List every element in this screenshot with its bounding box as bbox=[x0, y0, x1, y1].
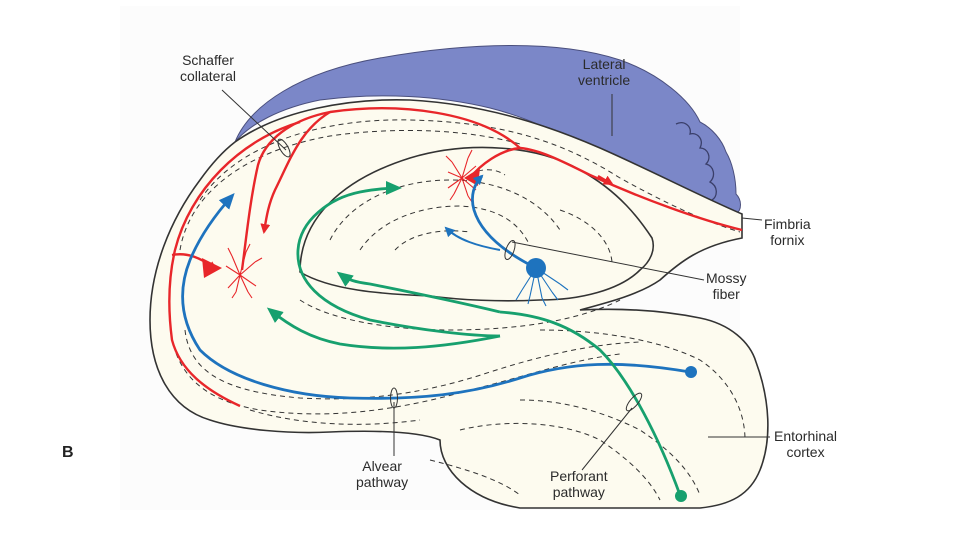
ventricle-scallops bbox=[675, 122, 717, 201]
red-pathway-group bbox=[168, 107, 743, 408]
label-schaffer-collateral: Schaffer collateral bbox=[180, 52, 237, 84]
mossy-fiber-line bbox=[471, 174, 537, 270]
mossy-fiber-branch bbox=[444, 226, 501, 251]
blue-pathway-group bbox=[181, 174, 691, 400]
entorhinal-blue-neuron bbox=[685, 366, 697, 378]
label-alvear-pathway: Alvear pathway bbox=[356, 458, 409, 490]
ca3-pyramidal-dendrites bbox=[445, 149, 477, 203]
schaffer-marker bbox=[277, 138, 291, 158]
perforant-main bbox=[499, 310, 682, 496]
panel-letter: B bbox=[62, 444, 74, 461]
red-left-loop bbox=[168, 120, 301, 408]
entorhinal-green-neuron bbox=[675, 490, 687, 502]
lateral-ventricle-shape bbox=[234, 45, 741, 215]
label-fimbria-fornix: Fimbria fornix bbox=[764, 216, 811, 248]
perforant-to-ca1 bbox=[266, 307, 501, 350]
perforant-to-dentate bbox=[336, 271, 501, 314]
perforant-to-upper bbox=[296, 181, 501, 338]
mossy-marker bbox=[504, 240, 516, 260]
perforant-marker bbox=[625, 392, 643, 412]
schaffer-descending bbox=[260, 110, 331, 234]
ca1-pyramidal-dendrites bbox=[225, 243, 263, 299]
leader-lines bbox=[221, 89, 770, 471]
green-pathway-group bbox=[266, 181, 682, 496]
label-lateral-ventricle: Lateral ventricle bbox=[578, 56, 631, 88]
label-perforant-pathway: Perforant pathway bbox=[550, 468, 608, 500]
fimbria-red-line bbox=[519, 146, 743, 232]
alvear-pathway-line bbox=[181, 193, 691, 400]
granule-cell-dendrites bbox=[515, 267, 569, 307]
label-mossy-fiber: Mossy fiber bbox=[706, 270, 747, 302]
red-arrow-fimbria bbox=[597, 174, 614, 186]
red-arrowhead-ca1 bbox=[202, 258, 222, 278]
label-entorhinal-cortex: Entorhinal cortex bbox=[774, 428, 838, 460]
